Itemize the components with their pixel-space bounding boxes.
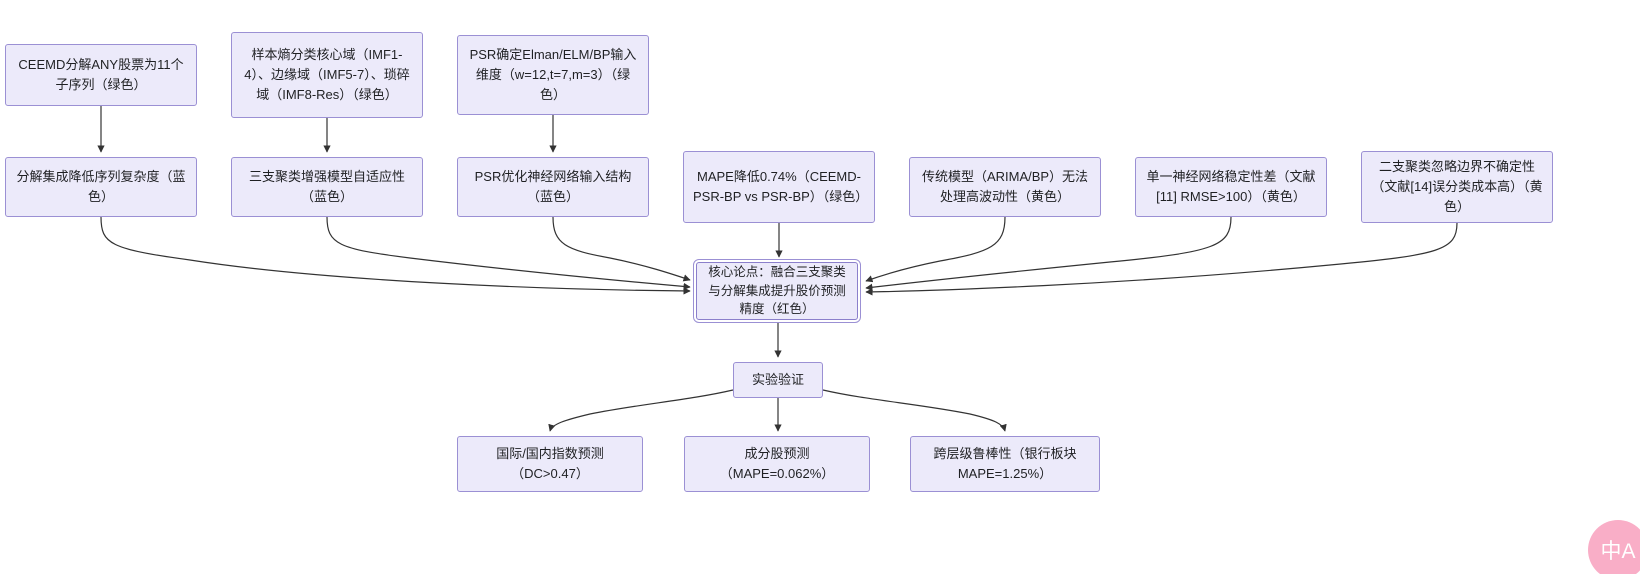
node-traditional-model-gap[interactable]: 传统模型（ARIMA/BP）无法处理高波动性（黄色） xyxy=(909,157,1101,217)
node-label: 二支聚类忽略边界不确定性（文献[14]误分类成本高）（黄色） xyxy=(1371,158,1543,215)
edge-n4-n11 xyxy=(100,216,691,295)
edge-n8-n11 xyxy=(865,216,1006,283)
edge-n5-n11 xyxy=(326,216,691,291)
node-label: 国际/国内指数预测（DC>0.47） xyxy=(496,445,604,481)
watermark-label: 中A xyxy=(1600,540,1636,563)
node-single-network-instability-gap[interactable]: 单一神经网络稳定性差（文献[11] RMSE>100）（黄色） xyxy=(1135,157,1327,217)
node-experimental-validation[interactable]: 实验验证 xyxy=(733,362,823,398)
node-sample-entropy-domains[interactable]: 样本熵分类核心域（IMF1-4）、边缘域（IMF5-7）、琐碎域（IMF8-Re… xyxy=(231,32,423,118)
node-label: 分解集成降低序列复杂度（蓝色） xyxy=(16,168,186,204)
node-label: PSR确定Elman/ELM/BP输入维度（w=12,t=7,m=3）（绿色） xyxy=(469,46,637,103)
edge-n12-n15 xyxy=(822,389,1007,432)
edge-n6-n11 xyxy=(552,216,691,282)
node-label: 三支聚类增强模型自适应性（蓝色） xyxy=(248,168,405,204)
edge-n12-n13 xyxy=(548,389,734,432)
node-ceemd-decomposition[interactable]: CEEMD分解ANY股票为11个子序列（绿色） xyxy=(5,44,197,106)
node-label: 跨层级鲁棒性（银行板块MAPE=1.25%） xyxy=(933,445,1077,481)
node-two-way-clustering-gap[interactable]: 二支聚类忽略边界不确定性（文献[14]误分类成本高）（黄色） xyxy=(1361,151,1553,223)
node-psr-optimizes-network-input[interactable]: PSR优化神经网络输入结构（蓝色） xyxy=(457,157,649,217)
node-label: PSR优化神经网络输入结构（蓝色） xyxy=(474,168,632,204)
node-label: CEEMD分解ANY股票为11个子序列（绿色） xyxy=(18,56,184,92)
node-label: 实验验证 xyxy=(751,371,804,387)
node-mape-improvement-evidence[interactable]: MAPE降低0.74%（CEEMD-PSR-BP vs PSR-BP）（绿色） xyxy=(683,151,875,223)
node-three-way-clustering-adaptivity[interactable]: 三支聚类增强模型自适应性（蓝色） xyxy=(231,157,423,217)
edge-n9-n11 xyxy=(865,216,1232,291)
node-label: 单一神经网络稳定性差（文献[11] RMSE>100）（黄色） xyxy=(1146,168,1316,204)
edge-n10-n11 xyxy=(865,222,1458,296)
node-label: 成分股预测（MAPE=0.062%） xyxy=(719,445,835,481)
node-label: 核心论点：融合三支聚类与分解集成提升股价预测精度（红色） xyxy=(708,264,846,317)
node-index-forecast-result[interactable]: 国际/国内指数预测（DC>0.47） xyxy=(457,436,643,492)
node-label: MAPE降低0.74%（CEEMD-PSR-BP vs PSR-BP）（绿色） xyxy=(693,168,869,204)
node-psr-input-dimension[interactable]: PSR确定Elman/ELM/BP输入维度（w=12,t=7,m=3）（绿色） xyxy=(457,35,649,115)
node-constituent-stock-result[interactable]: 成分股预测（MAPE=0.062%） xyxy=(684,436,870,492)
watermark-badge: 中A xyxy=(1588,520,1640,574)
node-label: 样本熵分类核心域（IMF1-4）、边缘域（IMF5-7）、琐碎域（IMF8-Re… xyxy=(244,46,410,103)
node-cross-level-robustness-result[interactable]: 跨层级鲁棒性（银行板块MAPE=1.25%） xyxy=(910,436,1100,492)
node-label: 传统模型（ARIMA/BP）无法处理高波动性（黄色） xyxy=(921,168,1089,204)
node-core-thesis[interactable]: 核心论点：融合三支聚类与分解集成提升股价预测精度（红色） xyxy=(693,259,861,323)
node-decomposition-reduces-complexity[interactable]: 分解集成降低序列复杂度（蓝色） xyxy=(5,157,197,217)
